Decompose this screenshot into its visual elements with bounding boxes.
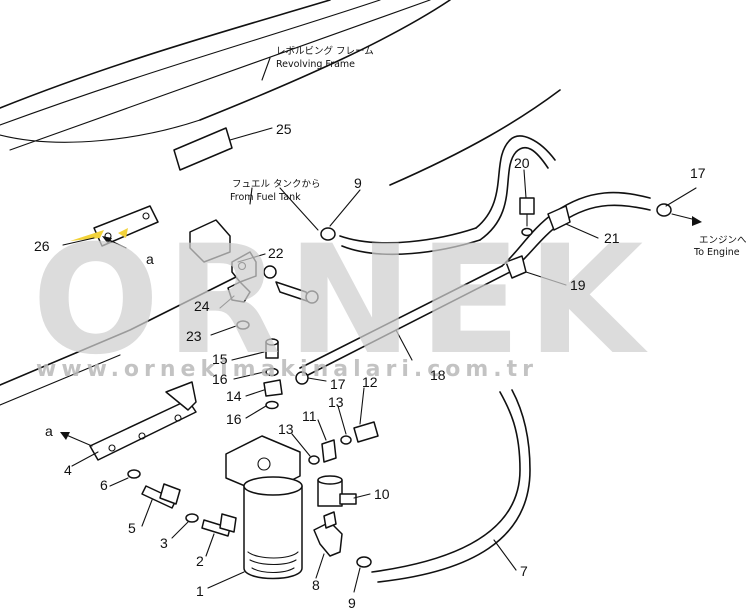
to-engine-en-label: To Engine <box>693 247 740 258</box>
part-number-18: 18 <box>430 367 446 383</box>
mounting-bracket-4 <box>89 381 197 461</box>
bolt-stack-15-16-14 <box>263 338 283 410</box>
part-number-22: 22 <box>268 245 284 261</box>
part-number-4: 4 <box>64 462 72 478</box>
clamp-9-bottom <box>356 556 372 568</box>
from-fuel-tank-en-label: From Fuel Tank <box>230 192 301 203</box>
part-number-15: 15 <box>212 351 228 367</box>
part-number-7: 7 <box>520 563 528 579</box>
part-number-1: 1 <box>196 583 204 599</box>
ref-a-lower: a <box>45 423 53 439</box>
washer-6 <box>127 469 141 479</box>
watermark-url: www.ornekimakinalari.com.tr <box>36 357 538 382</box>
part-number-9-lower: 9 <box>348 595 356 611</box>
part-number-6: 6 <box>100 477 108 493</box>
bolt-5 <box>141 483 181 509</box>
from-fuel-tank-jp-label: フュエル タンクから <box>232 179 321 190</box>
part-number-25: 25 <box>276 121 292 137</box>
part-number-16-upper: 16 <box>212 371 228 387</box>
part-number-8: 8 <box>312 577 320 593</box>
part-number-2: 2 <box>196 553 204 569</box>
fuel-tank-hose <box>320 135 556 256</box>
leader-lines <box>62 57 697 593</box>
engine-feed-pipe <box>501 191 672 279</box>
elbow-8 <box>313 511 343 557</box>
fitting-11-12-13 <box>308 421 379 465</box>
part-number-23: 23 <box>186 328 202 344</box>
to-engine-jp-label: エンジンへ <box>699 235 747 246</box>
valve-10 <box>317 475 357 507</box>
ref-a-upper: a <box>146 251 154 267</box>
part-number-5: 5 <box>128 520 136 536</box>
part-number-24: 24 <box>194 298 210 314</box>
part-number-13-lower: 13 <box>278 421 294 437</box>
part-number-9-upper: 9 <box>354 175 362 191</box>
part-number-17-lower: 17 <box>330 376 346 392</box>
part-number-12: 12 <box>362 374 378 390</box>
plate-25 <box>173 127 233 171</box>
clamp-block-22 <box>189 219 319 304</box>
part-number-26: 26 <box>34 238 50 254</box>
revolving-frame-en-label: Revolving Frame <box>276 59 355 70</box>
washer-23 <box>236 320 250 330</box>
bolt-2 <box>201 513 237 537</box>
fuel-filter-1 <box>225 435 303 580</box>
revolving-frame-jp-label: レボルビング フレーム <box>276 45 374 57</box>
direction-arrows <box>60 213 702 447</box>
washer-3 <box>185 513 199 523</box>
part-number-16-lower: 16 <box>226 411 242 427</box>
bolt-20 <box>519 197 535 237</box>
part-number-3: 3 <box>160 535 168 551</box>
part-number-20: 20 <box>514 155 530 171</box>
part-number-11: 11 <box>302 408 317 424</box>
part-numbers: 25 26 22 24 23 15 16 14 16 17 18 12 13 1… <box>34 121 706 611</box>
tube-18 <box>299 265 511 377</box>
watermark-brand: ORNEK <box>32 214 649 388</box>
part-number-10: 10 <box>374 486 390 502</box>
part-number-17-upper: 17 <box>690 165 706 181</box>
hose-7 <box>371 389 531 583</box>
part-number-14: 14 <box>226 388 242 404</box>
part-number-21: 21 <box>604 230 620 246</box>
part-number-13-upper: 13 <box>328 394 344 410</box>
revolving-frame-outline <box>0 0 561 406</box>
part-number-19: 19 <box>570 277 586 293</box>
